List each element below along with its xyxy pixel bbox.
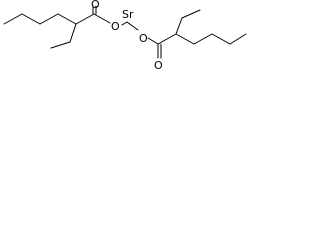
right-butyl-bond-1 (175, 33, 195, 45)
strontium-label: Sr (122, 8, 134, 21)
left-butyl-bond-1 (3, 13, 23, 25)
strontium-right-oxygen-bond (126, 21, 139, 31)
left-alpha-to-carbonyl-bond (75, 13, 95, 25)
right-ethyl-bond-2 (181, 9, 201, 19)
right-butyl-bond-2 (193, 33, 213, 45)
right-ester-oxygen-label: O (139, 32, 148, 45)
right-ethyl-bond-1 (175, 17, 183, 35)
right-butyl-bond-4 (229, 33, 247, 45)
right-carbonyl-to-alpha-bond (157, 33, 177, 45)
right-butyl-bond-3 (211, 33, 231, 45)
left-ester-oxygen-label: O (111, 20, 120, 33)
right-carboxyl-single-bond (147, 37, 159, 45)
left-oxygen-strontium-bond (121, 21, 128, 26)
right-carbonyl-oxygen-label: O (154, 59, 163, 72)
left-carboxyl-single-bond (93, 13, 111, 24)
structural-formula: O O Sr O O (3, 0, 247, 72)
left-carbonyl-oxygen-label: O (91, 0, 100, 11)
left-butyl-bond-3 (39, 13, 59, 25)
left-butyl-bond-4 (57, 13, 77, 25)
left-ethyl-bond-1 (69, 23, 77, 43)
left-ethyl-bond-2 (50, 41, 71, 49)
left-butyl-bond-2 (21, 13, 41, 25)
